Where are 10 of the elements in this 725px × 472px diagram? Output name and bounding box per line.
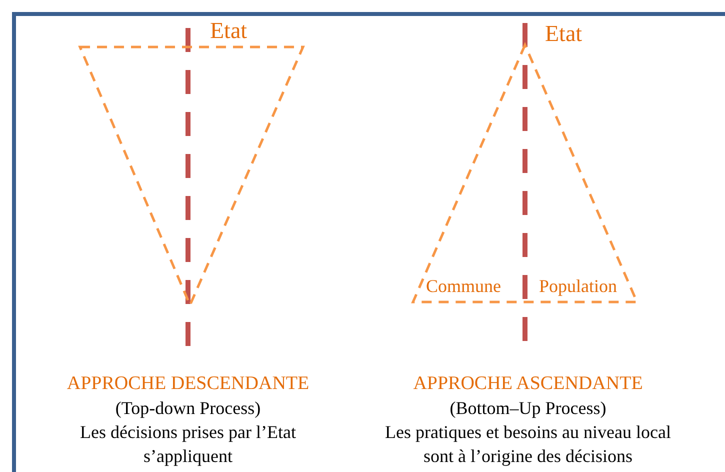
approach-subtitle: (Top-down Process) [114, 397, 262, 420]
level-label: Etat [545, 22, 582, 45]
approach-description: Les décisions prises par l’Etat s’appliquent [79, 421, 297, 468]
approach-heading: APPROCHE ASCENDANTE [412, 372, 644, 396]
level-label: Etat [210, 19, 248, 42]
level-label: Commune [425, 277, 502, 295]
level-label: Population [538, 277, 618, 295]
approach-description: Les pratiques et besoins au niveau local sont à l’origine des décisions [384, 421, 672, 468]
approach-subtitle: (Bottom–Up Process) [448, 397, 608, 420]
approach-heading: APPROCHE DESCENDANTE [66, 372, 310, 396]
